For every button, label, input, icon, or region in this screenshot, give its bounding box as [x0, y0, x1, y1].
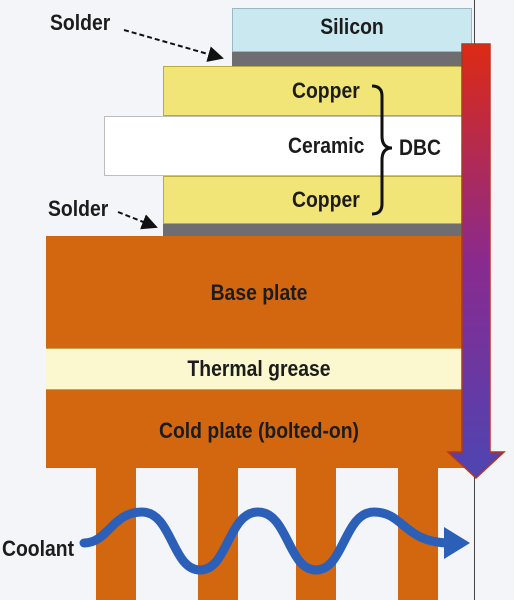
dbc-label: DBC — [399, 135, 441, 160]
thermal-grease-layer — [46, 348, 472, 390]
base-plate-label: Base plate — [210, 280, 308, 305]
solder-top-label: Solder — [50, 10, 111, 35]
base-plate-layer — [46, 236, 472, 348]
cold-plate-label: Cold plate (bolted-on) — [158, 418, 360, 443]
coolant-label: Coolant — [2, 536, 75, 561]
coolant-flow-wave — [79, 507, 455, 575]
ceramic-layer — [104, 116, 472, 176]
silicon-label: Silicon — [320, 14, 384, 39]
heat-flow-arrow — [446, 43, 506, 480]
cold-plate-layer — [46, 390, 472, 468]
copper-bottom-label: Copper — [292, 187, 360, 212]
solder-bottom-leader-arrow — [117, 211, 158, 230]
copper-top-label: Copper — [292, 78, 360, 103]
silicon-layer — [232, 8, 472, 52]
thermal-grease-label: Thermal grease — [187, 356, 331, 381]
solder-layer-top — [232, 52, 472, 66]
coolant-arrow-head — [444, 527, 470, 559]
solder-top-leader-arrow — [123, 29, 224, 62]
cold-plate-fin-3 — [296, 466, 336, 600]
solder-bottom-label: Solder — [48, 196, 109, 221]
dbc-brace — [371, 84, 393, 216]
copper-layer-bottom — [163, 176, 472, 224]
ceramic-label: Ceramic — [288, 133, 365, 158]
solder-layer-bottom — [163, 224, 472, 236]
